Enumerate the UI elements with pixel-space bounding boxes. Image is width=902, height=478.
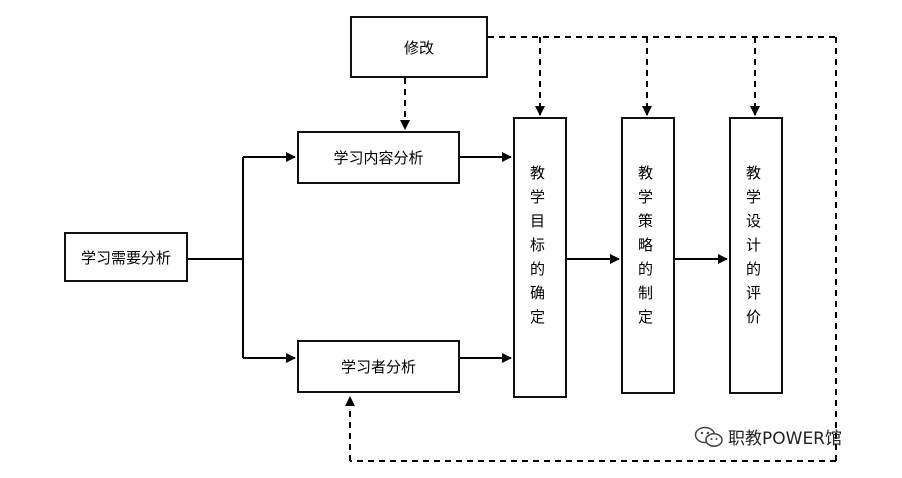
strategy-box: 教学策略的制定 xyxy=(621,117,675,394)
objectives-label: 教学目标的确定 xyxy=(528,165,546,333)
evaluation-box: 教学设计的评价 xyxy=(729,117,783,394)
needs-analysis-box: 学习需要分析 xyxy=(64,232,188,282)
needs-analysis-label: 学习需要分析 xyxy=(80,248,171,267)
watermark: 职教POWER馆 xyxy=(694,424,842,449)
evaluation-label: 教学设计的评价 xyxy=(744,165,762,333)
objectives-box: 教学目标的确定 xyxy=(513,117,567,398)
learner-analysis-label: 学习者分析 xyxy=(340,358,416,376)
learner-analysis-box: 学习者分析 xyxy=(297,340,460,393)
strategy-label: 教学策略的制定 xyxy=(636,165,654,333)
revise-box: 修改 xyxy=(350,16,488,78)
wechat-icon xyxy=(694,426,723,447)
revise-label: 修改 xyxy=(403,38,434,57)
content-analysis-label: 学习内容分析 xyxy=(333,149,424,167)
content-analysis-box: 学习内容分析 xyxy=(297,131,460,184)
watermark-text: 职教POWER馆 xyxy=(728,429,842,449)
